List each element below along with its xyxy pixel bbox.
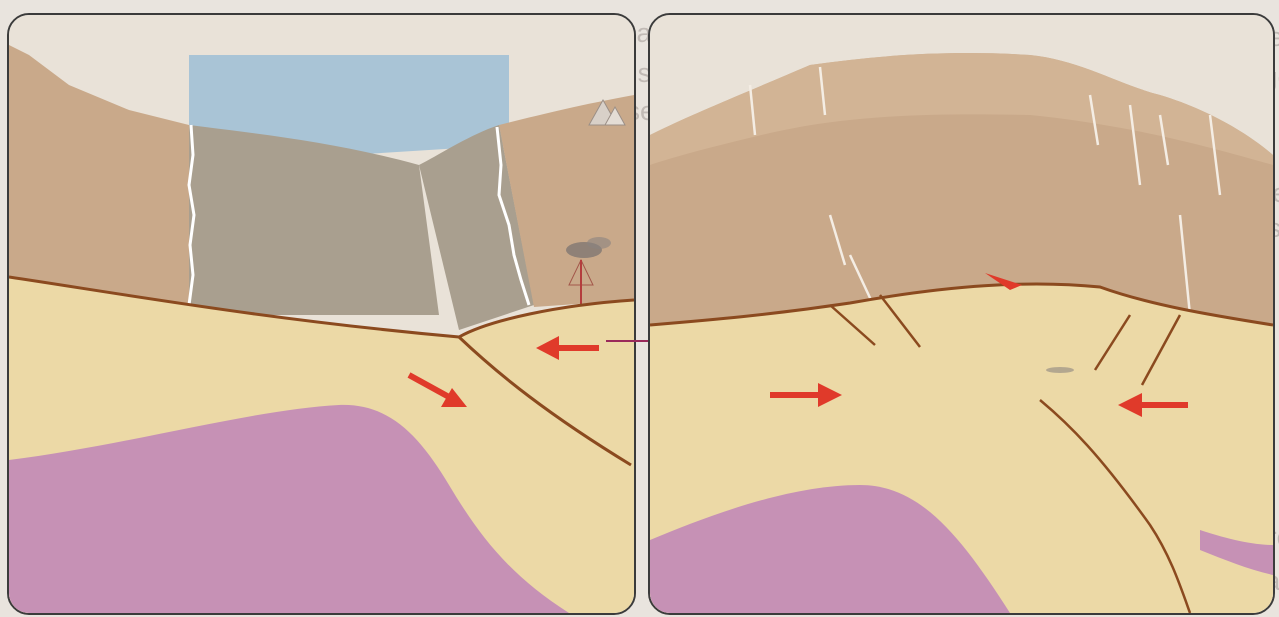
collision-illustration (650, 15, 1273, 613)
rock-fragment (1046, 367, 1074, 373)
subduction-panel (7, 13, 636, 615)
collision-panel (648, 13, 1275, 615)
subduction-illustration (9, 15, 634, 613)
